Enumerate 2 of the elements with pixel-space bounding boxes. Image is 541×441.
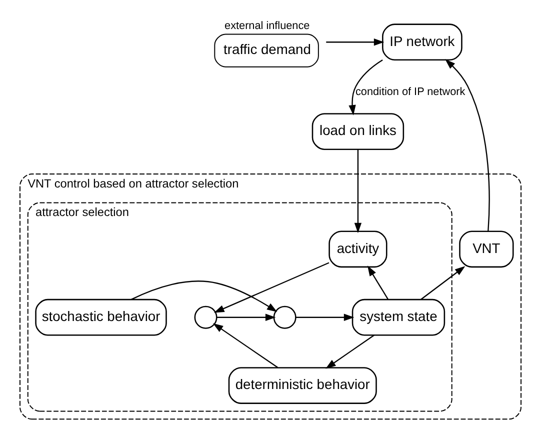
node-label: external influence bbox=[224, 20, 310, 32]
edge-label: condition of IP network bbox=[356, 86, 466, 98]
